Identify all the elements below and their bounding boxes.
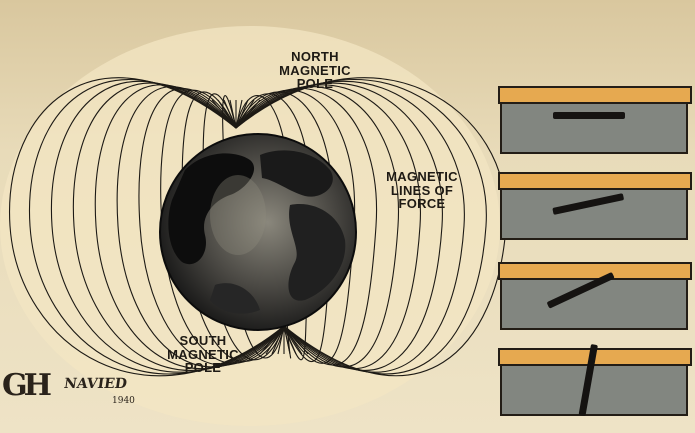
continent-shape xyxy=(260,150,333,197)
south-magnetic-pole-label: SOUTH MAGNETIC POLE xyxy=(148,334,258,375)
field-line xyxy=(235,82,443,371)
field-line xyxy=(28,79,285,375)
pole-stroke xyxy=(283,325,297,355)
artist-signature: GH NAVIED 1940 xyxy=(2,368,142,418)
pole-stroke xyxy=(259,325,285,355)
pole-stroke xyxy=(223,99,237,129)
label-line: POLE xyxy=(184,360,222,376)
continent-shape xyxy=(288,204,346,301)
pole-stroke xyxy=(271,325,285,355)
label-line: MAGNETIC xyxy=(167,346,239,362)
dip-needle-box xyxy=(498,86,692,158)
pole-stroke xyxy=(265,325,285,355)
pole-stroke xyxy=(283,325,303,355)
pole-stroke xyxy=(235,99,261,129)
pole-stroke xyxy=(229,99,237,129)
dip-needle-box xyxy=(498,262,692,334)
dip-needle xyxy=(553,112,625,119)
signature-year: 1940 xyxy=(112,396,135,406)
dip-needle-box xyxy=(498,343,692,420)
label-line: NORTH xyxy=(291,49,339,64)
box-lid xyxy=(498,172,692,190)
magnetic-lines-of-force-label: MAGNETIC LINES OF FORCE xyxy=(362,170,482,211)
label-line: LINES OF xyxy=(390,182,454,198)
label-line: FORCE xyxy=(398,196,446,212)
field-line xyxy=(72,82,285,371)
pole-stroke xyxy=(211,99,237,129)
box-lid xyxy=(498,262,692,280)
dip-needle-box xyxy=(498,172,692,244)
signature-monogram: GH xyxy=(2,368,52,403)
label-line: MAGNETIC xyxy=(386,169,458,184)
pole-stroke xyxy=(277,325,285,355)
pole-stroke xyxy=(283,325,309,355)
earth-globe xyxy=(159,133,357,331)
pole-stroke xyxy=(235,99,255,129)
box-lid xyxy=(498,86,692,104)
label-line: POLE xyxy=(296,76,334,92)
pole-stroke xyxy=(235,99,243,129)
field-line xyxy=(50,80,285,373)
continent-shape xyxy=(210,283,260,314)
pole-stroke xyxy=(217,99,237,129)
label-line: MAGNETIC xyxy=(279,62,351,78)
field-line xyxy=(235,80,465,373)
box-body xyxy=(500,190,688,240)
box-body xyxy=(500,366,688,416)
field-line xyxy=(235,79,487,375)
label-line: SOUTH xyxy=(179,333,227,348)
signature-name: NAVIED xyxy=(62,376,128,392)
pole-stroke xyxy=(235,99,249,129)
continent-shape xyxy=(168,153,255,265)
box-body xyxy=(500,280,688,330)
field-line xyxy=(9,77,285,377)
pole-stroke xyxy=(283,325,291,355)
north-magnetic-pole-label: NORTH MAGNETIC POLE xyxy=(255,50,375,91)
